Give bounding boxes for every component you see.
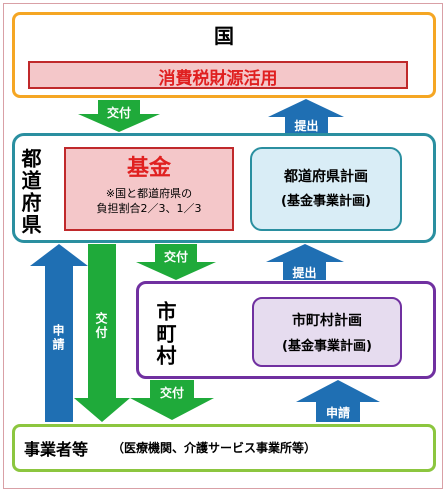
grant-label-municipality-to-operators: 交付	[159, 386, 184, 400]
municipality-label: 市町村	[153, 301, 177, 367]
prefecture-plan-title: 都道府県計画	[284, 169, 368, 185]
submit-arrow-municipality-to-prefecture	[266, 244, 344, 280]
apply-arrow-operators-to-municipality	[296, 380, 380, 422]
grant-label-prefecture-to-municipality: 交付	[163, 250, 188, 264]
grant-label-national-to-prefecture: 交付	[106, 106, 131, 120]
grant-arrow-municipality-to-operators	[130, 380, 214, 420]
apply-label-operators-to-prefecture: 申請	[51, 324, 65, 352]
submit-label-municipality-to-prefecture: 提出	[292, 266, 317, 280]
municipality-plan-box	[252, 297, 402, 367]
national-title: 国	[214, 24, 234, 48]
grant-arrow-prefecture-to-municipality	[136, 244, 216, 280]
tax-banner-label: 消費税財源活用	[158, 69, 278, 89]
grant-arrow-national-to-prefecture	[78, 100, 160, 132]
prefecture-label: 都道府県	[18, 148, 42, 236]
municipality-plan-title: 市町村計画	[292, 313, 362, 329]
municipality-plan-sub: (基金事業計画)	[282, 339, 372, 354]
prefecture-plan-box	[250, 147, 402, 231]
apply-arrow-operators-to-prefecture	[30, 244, 88, 422]
apply-label-operators-to-municipality: 申請	[325, 406, 350, 420]
grant-label-prefecture-to-operators: 交付	[94, 312, 108, 340]
submit-label-prefecture-to-national: 提出	[294, 119, 319, 133]
operators-title: 事業者等	[24, 440, 89, 459]
tax-banner	[28, 61, 408, 89]
submit-arrow-prefecture-to-national	[268, 99, 344, 133]
grant-arrow-prefecture-to-operators	[74, 244, 130, 422]
operators-detail: （医療機関、介護サービス事業所等）	[112, 441, 317, 455]
operators-box	[12, 424, 436, 472]
prefecture-plan-sub: (基金事業計画)	[281, 194, 371, 209]
fund-title: 基金	[126, 156, 171, 181]
fund-note: ※国と都道府県の 負担割合2／3、1／3	[96, 187, 202, 215]
fund-box	[64, 147, 234, 231]
